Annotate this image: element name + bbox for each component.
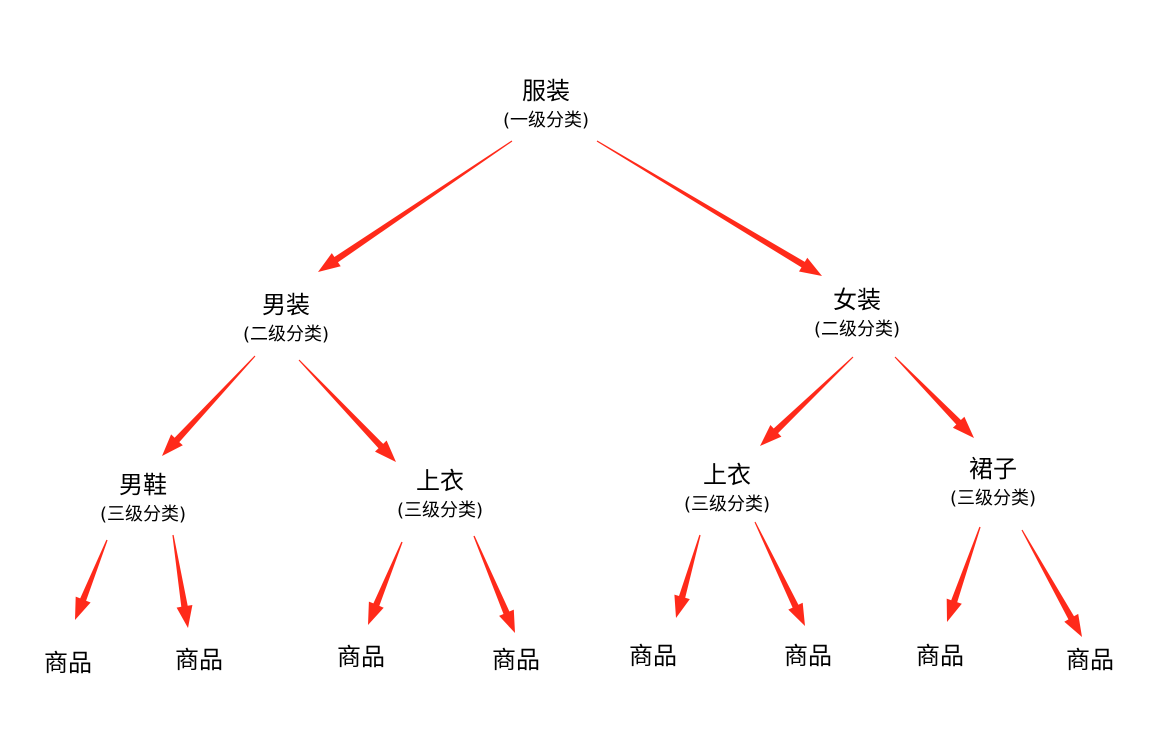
node-title: 男装 [261,291,310,319]
node-level-label: (三级分类) [396,500,484,521]
tree-arrow [75,539,108,620]
tree-arrow [473,535,515,633]
node-level-label: (二级分类) [242,324,330,345]
tree-arrow [368,541,403,625]
node-title: 裙子 [968,455,1017,483]
node-title: 上衣 [702,461,751,489]
leaf-node-product: 商品 [916,642,964,670]
level2-node-menswear: 男装 (二级分类) [243,290,329,347]
tree-arrow [760,356,854,446]
leaf-node-product: 商品 [337,643,385,671]
node-level-label: (三级分类) [99,504,187,525]
node-level-label: (二级分类) [813,319,901,340]
level3-node-womens-tops: 上衣 (三级分类) [684,460,770,517]
node-title: 上衣 [415,467,464,495]
level3-node-mens-shoes: 男鞋 (三级分类) [100,470,186,527]
tree-arrow [596,140,822,276]
leaf-node-product: 商品 [1066,646,1114,674]
level2-node-womenswear: 女装 (二级分类) [814,285,900,342]
level3-node-skirts: 裙子 (三级分类) [950,454,1036,511]
tree-arrow [946,526,981,622]
node-level-label: (一级分类) [502,110,590,131]
node-title: 男鞋 [118,471,167,499]
leaf-node-product: 商品 [175,646,223,674]
node-level-label: (三级分类) [949,488,1037,509]
node-title: 女装 [832,286,881,314]
root-node-clothing: 服装 (一级分类) [503,76,589,133]
tree-arrow [754,521,805,626]
leaf-node-product: 商品 [44,649,92,677]
tree-arrow [674,534,701,618]
node-title: 服装 [521,77,570,105]
node-level-label: (三级分类) [683,494,771,515]
tree-arrow [162,355,256,456]
leaf-node-product: 商品 [492,646,540,674]
tree-arrow [894,356,974,438]
tree-arrow [1021,529,1082,637]
tree-arrow [298,359,396,462]
tree-arrow [318,140,513,272]
level3-node-mens-tops: 上衣 (三级分类) [397,466,483,523]
leaf-node-product: 商品 [629,642,677,670]
tree-arrow [172,534,193,628]
leaf-node-product: 商品 [784,642,832,670]
